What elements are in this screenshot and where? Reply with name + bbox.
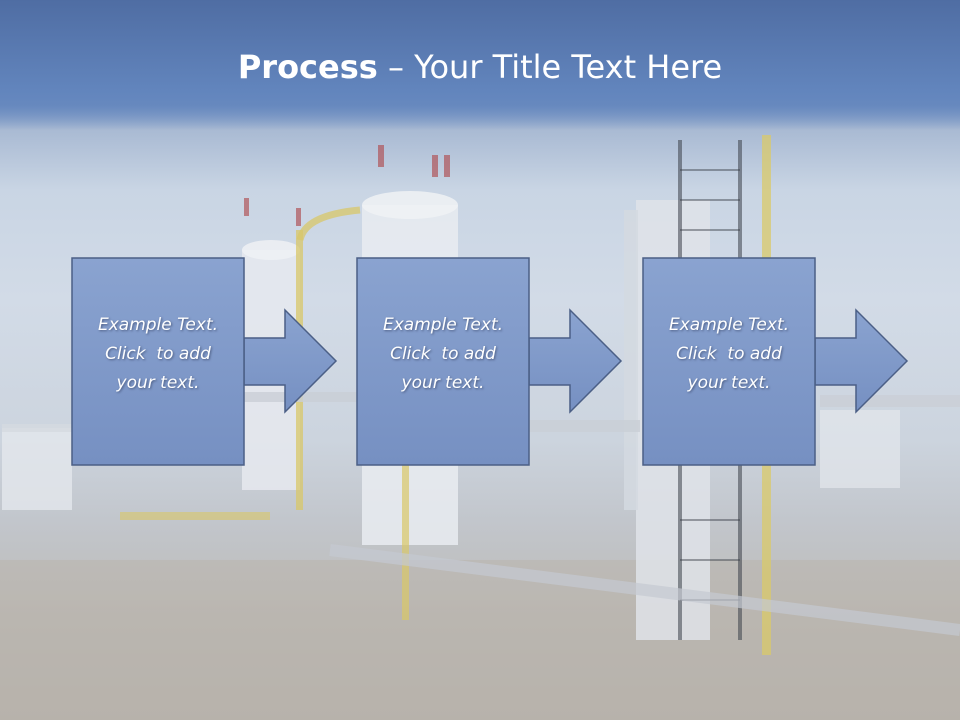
step-text-line: Example Text. [382,315,504,335]
step-text-line: Click to add [105,344,211,364]
arrow-1 [243,308,338,414]
step-text-1[interactable]: Example Text. Click to add your text. [72,311,244,398]
process-step-2[interactable] [356,257,623,466]
step-text-3[interactable]: Example Text. Click to add your text. [643,311,815,398]
step-text-line: Example Text. [668,315,790,335]
step-box-1 [71,257,245,466]
arrow-3 [814,308,909,414]
step-text-line: your text. [116,373,200,393]
step-box-2 [356,257,530,466]
title-band [0,0,960,130]
step-text-line: Example Text. [97,315,219,335]
step-text-line: your text. [687,373,771,393]
arrow-2 [528,308,623,414]
page-title[interactable]: Process – Your Title Text Here [0,48,960,86]
step-box-3 [642,257,816,466]
step-text-line: Click to add [676,344,782,364]
process-step-3[interactable] [642,257,909,466]
process-step-1[interactable] [71,257,338,466]
step-text-2[interactable]: Example Text. Click to add your text. [357,311,529,398]
title-bold: Process [237,48,378,86]
title-rest: – Your Title Text Here [377,48,723,86]
step-text-line: your text. [401,373,485,393]
step-text-line: Click to add [390,344,496,364]
